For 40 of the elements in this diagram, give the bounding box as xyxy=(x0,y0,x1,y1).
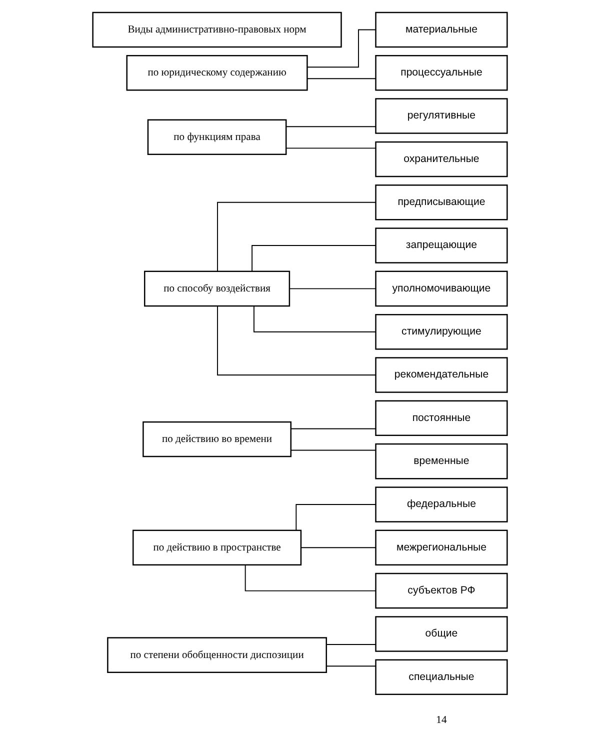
connector xyxy=(286,126,376,128)
node-box: рекомендательные xyxy=(375,357,508,393)
node-box: стимулирующие xyxy=(375,314,508,350)
node-box: уполномочивающие xyxy=(375,270,508,307)
connector xyxy=(306,29,376,68)
connector xyxy=(286,148,376,149)
node-box: временные xyxy=(375,443,508,480)
node-box: процессуальные xyxy=(375,55,508,91)
connector xyxy=(217,306,376,376)
node-box: общие xyxy=(375,616,508,652)
node-box: по функциям права xyxy=(147,119,287,156)
connector xyxy=(300,547,376,548)
node-box: федеральные xyxy=(375,486,508,522)
node-box: охранительные xyxy=(375,141,508,178)
node-box: регулятивные xyxy=(375,98,508,134)
connector xyxy=(296,504,376,531)
node-box: постоянные xyxy=(375,400,508,436)
connector xyxy=(326,644,376,645)
node-box: субъектов РФ xyxy=(375,572,508,609)
node-box: Виды административно-правовых норм xyxy=(92,12,342,48)
node-box: по действию в пространстве xyxy=(132,530,302,566)
label: 14 xyxy=(436,714,447,726)
connector xyxy=(217,202,376,272)
node-box: предписывающие xyxy=(375,184,508,220)
connector xyxy=(253,306,376,332)
node-box: по степени обобщенности диспозиции xyxy=(107,637,327,673)
node-box: по юридическому содержанию xyxy=(126,55,308,91)
node-box: специальные xyxy=(375,659,508,695)
node-box: запрещающие xyxy=(375,228,508,264)
connector xyxy=(244,564,376,592)
connector xyxy=(289,288,376,290)
node-box: по действию во времени xyxy=(142,421,292,458)
connector xyxy=(290,428,376,430)
node-box: по способу воздействия xyxy=(144,270,290,307)
node-box: межрегиональные xyxy=(375,530,508,566)
connector xyxy=(326,666,376,667)
node-box: материальные xyxy=(375,12,508,48)
connector xyxy=(252,245,376,272)
connector xyxy=(306,78,376,80)
connector xyxy=(290,450,376,451)
